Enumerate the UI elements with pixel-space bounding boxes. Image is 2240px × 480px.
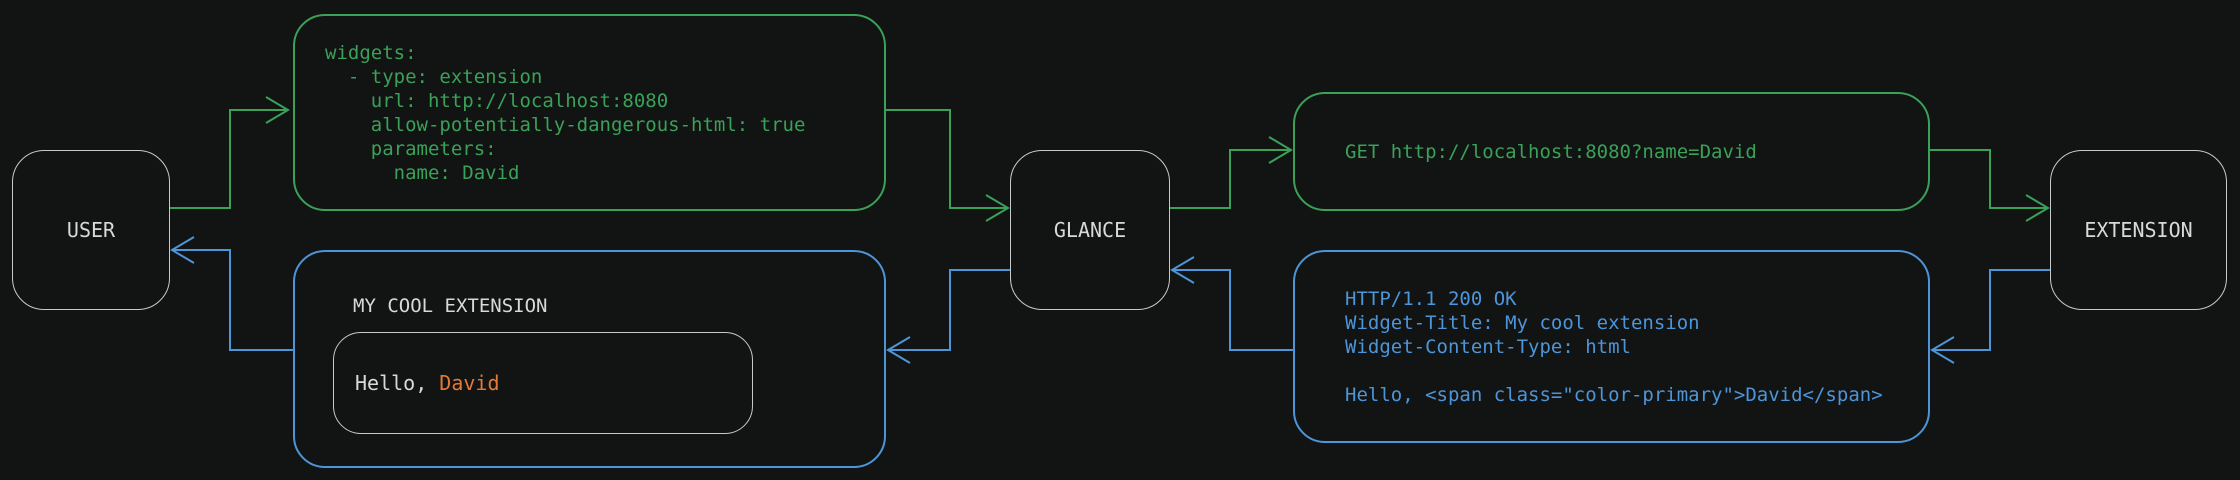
http-response-line: HTTP/1.1 200 OK xyxy=(1345,287,1517,310)
glance-node-label: GLANCE xyxy=(1053,218,1127,242)
widget-preview-inner-box: Hello, David xyxy=(333,332,753,434)
http-response-line: Widget-Title: My cool extension xyxy=(1345,311,1700,334)
config-yaml-line: widgets: xyxy=(325,41,417,64)
widget-preview-box: MY COOL EXTENSION Hello, David xyxy=(293,250,886,468)
arrow-config-to-glance xyxy=(886,109,1010,222)
http-request-line: GET http://localhost:8080?name=David xyxy=(1345,140,1757,163)
widget-preview-title: MY COOL EXTENSION xyxy=(353,295,548,317)
extension-node: EXTENSION xyxy=(2050,150,2227,310)
http-response-box: HTTP/1.1 200 OK Widget-Title: My cool ex… xyxy=(1293,250,1930,443)
extension-node-label: EXTENSION xyxy=(2084,218,2193,242)
http-response-line: Widget-Content-Type: html xyxy=(1345,335,1631,358)
glance-node: GLANCE xyxy=(1010,150,1170,310)
arrow-request-to-extension xyxy=(1930,149,2050,222)
user-node-label: USER xyxy=(66,218,116,242)
http-response-line: Hello, <span class="color-primary">David… xyxy=(1345,383,1883,406)
config-yaml-line: - type: extension xyxy=(325,65,543,88)
arrow-response-to-glance xyxy=(1170,256,1293,351)
http-response-line xyxy=(1345,359,1928,383)
arrow-widget-to-user xyxy=(170,236,293,351)
http-request-box: GET http://localhost:8080?name=David xyxy=(1293,92,1930,211)
arrow-user-to-config xyxy=(170,96,290,209)
arrow-extension-to-response xyxy=(1930,269,2050,364)
config-yaml-box: widgets: - type: extension url: http://l… xyxy=(293,14,886,211)
widget-preview-name: David xyxy=(439,371,500,395)
user-node: USER xyxy=(12,150,170,310)
config-yaml-line: allow-potentially-dangerous-html: true xyxy=(325,113,806,136)
config-yaml-line: parameters: xyxy=(325,137,497,160)
arrow-glance-to-widget xyxy=(886,269,1010,364)
widget-preview-greeting: Hello, xyxy=(355,371,440,395)
widget-preview-greeting-line: Hello, David xyxy=(334,371,500,395)
config-yaml-line: name: David xyxy=(325,161,520,184)
arrow-glance-to-request xyxy=(1170,136,1293,209)
config-yaml-line: url: http://localhost:8080 xyxy=(325,89,669,112)
